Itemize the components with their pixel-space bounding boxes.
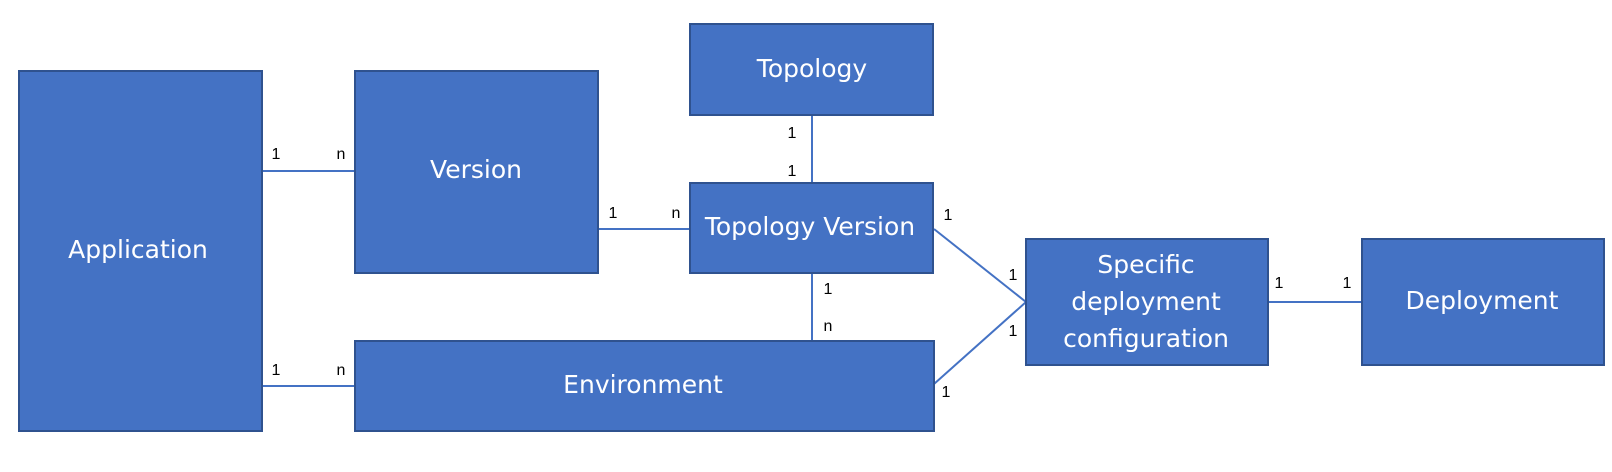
entity-topology: Topology: [689, 23, 934, 116]
entity-box-application: [18, 70, 263, 432]
connector-topology-version-specific-config: [933, 228, 1027, 303]
entity-environment: Environment: [354, 340, 935, 432]
entity-box-environment: [354, 340, 935, 432]
cardinality-topology-version-specific-config-2: 1: [1009, 267, 1018, 284]
cardinality-topology-version-specific-config-1: 1: [944, 207, 953, 224]
entity-label-application: Application: [68, 235, 208, 264]
entity-version: Version: [354, 70, 599, 274]
entity-box-topology-version: [689, 182, 934, 274]
cardinality-environment-specific-config-2: 1: [942, 384, 951, 401]
cardinality-specific-config-deployment-1: 1: [1275, 275, 1284, 292]
entity-box-deployment: [1361, 238, 1605, 366]
cardinality-specific-config-deployment-2: 1: [1343, 275, 1352, 292]
entity-application: Application: [18, 70, 263, 432]
cardinality-version-topology-version-n: n: [672, 205, 681, 222]
connector-environment-specific-config: [933, 301, 1027, 385]
cardinality-application-version-1: 1: [272, 146, 281, 163]
cardinality-topology-version-environment-1: 1: [824, 281, 833, 298]
cardinality-environment-specific-config-1: 1: [1009, 323, 1018, 340]
entity-label-deployment: Deployment: [1406, 286, 1559, 315]
cardinality-application-version-n: n: [337, 146, 346, 163]
entity-label-specific-line-2: deployment: [1071, 287, 1221, 316]
entity-box-topology: [689, 23, 934, 116]
entity-label-topology-version: Topology Version: [704, 212, 915, 241]
cardinality-topology-topology-version-bottom: 1: [788, 163, 797, 180]
entity-deployment: Deployment: [1361, 238, 1605, 366]
entity-topology-version: Topology Version: [689, 182, 934, 274]
connectors: [262, 115, 1362, 387]
entity-box-specific-deployment-configuration: [1025, 238, 1269, 366]
entity-label-topology: Topology: [756, 54, 868, 83]
entity-label-version: Version: [430, 155, 522, 184]
cardinality-application-environment-1: 1: [272, 362, 281, 379]
cardinality-version-topology-version-1: 1: [609, 205, 618, 222]
entity-label-specific-line-3: configuration: [1063, 324, 1229, 353]
cardinality-topology-version-environment-n: n: [824, 318, 833, 335]
cardinality-labels: 1 n 1 n 1 n 1 1 1 n 1 1 1 1 1 1: [272, 125, 1352, 401]
entity-label-specific-line-1: Specific: [1097, 250, 1194, 279]
entity-box-version: [354, 70, 599, 274]
entity-specific-deployment-configuration: Specific deployment configuration: [1025, 238, 1269, 366]
cardinality-application-environment-n: n: [337, 362, 346, 379]
cardinality-topology-topology-version-top: 1: [788, 125, 797, 142]
entity-label-environment: Environment: [563, 370, 723, 399]
